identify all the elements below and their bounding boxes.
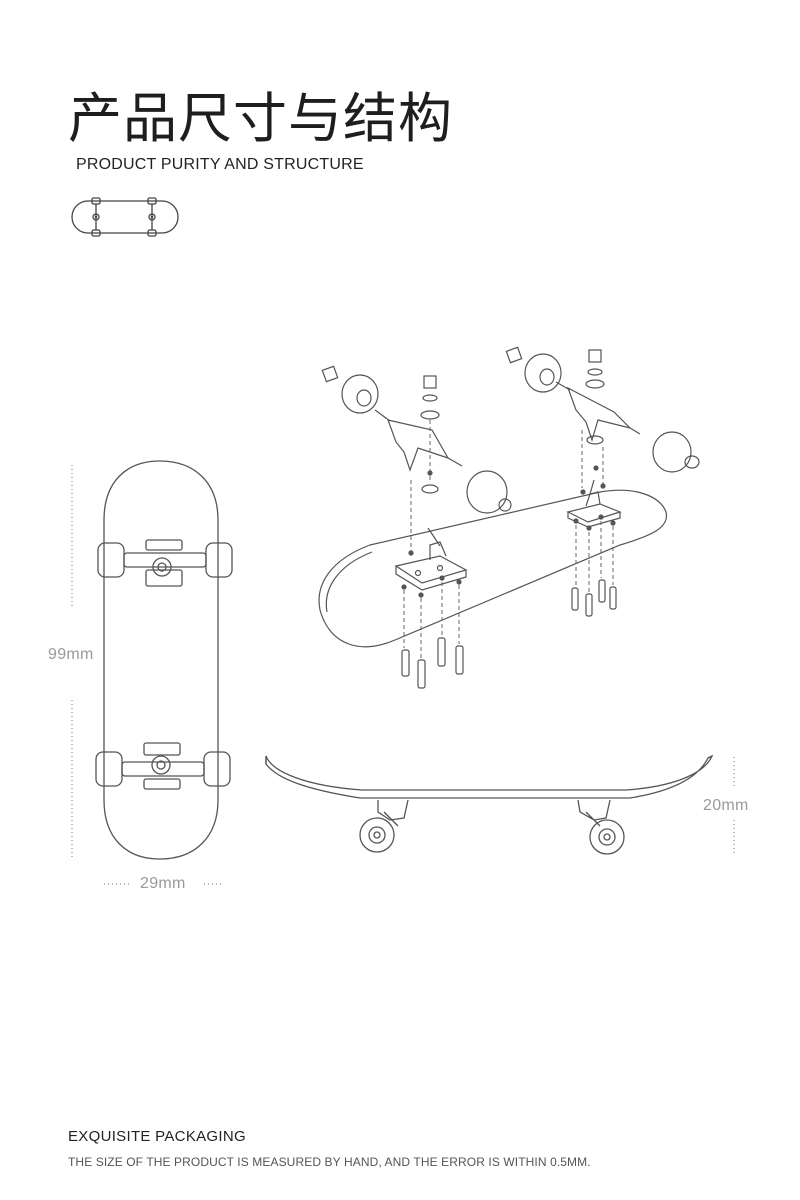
footer-title: EXQUISITE PACKAGING	[68, 1128, 246, 1145]
skateboard-exploded-view	[318, 346, 700, 689]
skateboard-top-view	[95, 460, 233, 860]
page-title: 产品尺寸与结构	[68, 87, 453, 150]
footer-note: THE SIZE OF THE PRODUCT IS MEASURED BY H…	[68, 1155, 591, 1169]
width-label: 29mm	[140, 875, 186, 892]
height-label: 20mm	[703, 797, 749, 814]
assembly-guide-lines	[403, 420, 614, 658]
assembly-points	[401, 465, 616, 598]
skateboard-side-view	[265, 754, 714, 855]
length-label: 99mm	[48, 646, 94, 663]
page-subtitle: PRODUCT PURITY AND STRUCTURE	[76, 156, 364, 173]
mini-skateboard-icon	[71, 197, 179, 237]
